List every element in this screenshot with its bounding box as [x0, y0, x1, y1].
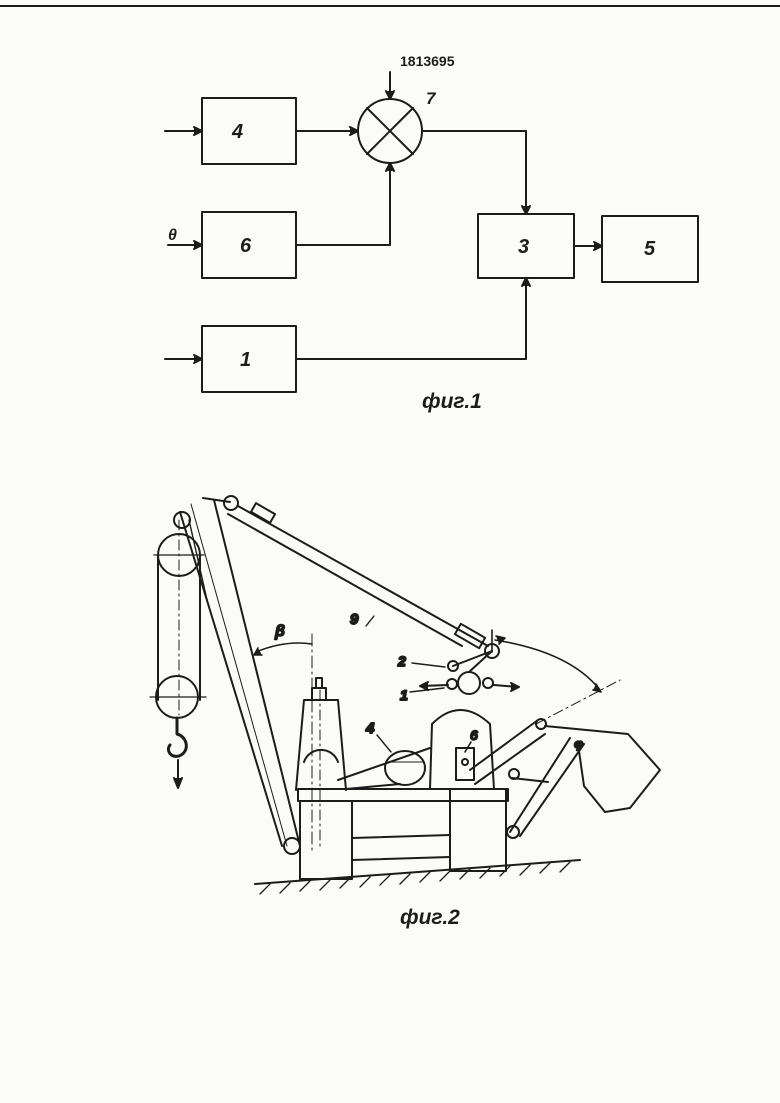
svg-text:1: 1 [240, 349, 251, 371]
svg-text:3: 3 [518, 236, 529, 258]
boom [179, 495, 301, 855]
block-3: 3 [477, 213, 575, 279]
figure-1-block-diagram: 4 6 1 3 5 7 [164, 71, 699, 413]
svg-text:4: 4 [365, 720, 375, 737]
comparator-7: 7 [357, 89, 437, 164]
svg-text:7: 7 [426, 89, 437, 108]
hook-block [149, 511, 207, 789]
svg-text:6: 6 [470, 727, 478, 743]
drum-4: 4 [364, 719, 426, 786]
angle-beta: β [253, 622, 313, 851]
patent-number: 1813695 [400, 53, 455, 69]
svg-text:β: β [274, 623, 285, 640]
svg-text:6: 6 [240, 235, 252, 257]
block-6: 6 [201, 211, 297, 279]
rear-attachment [469, 718, 661, 839]
ground-line [254, 859, 581, 895]
mast [295, 677, 347, 851]
block-1: 1 [201, 325, 297, 393]
figure-1-caption: фиг.1 [422, 390, 482, 413]
input-theta-label: θ [168, 227, 177, 244]
svg-text:5: 5 [644, 238, 656, 260]
figure-1-connections [164, 71, 603, 364]
figure-2-crane-drawing: 9 β [149, 495, 661, 929]
cable-9: 9 [227, 502, 500, 659]
sensor-assembly: 2 1 [396, 650, 520, 704]
figure-2-caption: фиг.2 [400, 906, 460, 929]
block-4: 4 [201, 97, 297, 165]
block-5: 5 [601, 215, 699, 283]
svg-text:2: 2 [397, 653, 406, 669]
svg-text:1: 1 [400, 687, 408, 703]
svg-text:4: 4 [231, 121, 243, 143]
pivot-6: 6 [464, 726, 479, 753]
svg-text:9: 9 [350, 611, 359, 628]
